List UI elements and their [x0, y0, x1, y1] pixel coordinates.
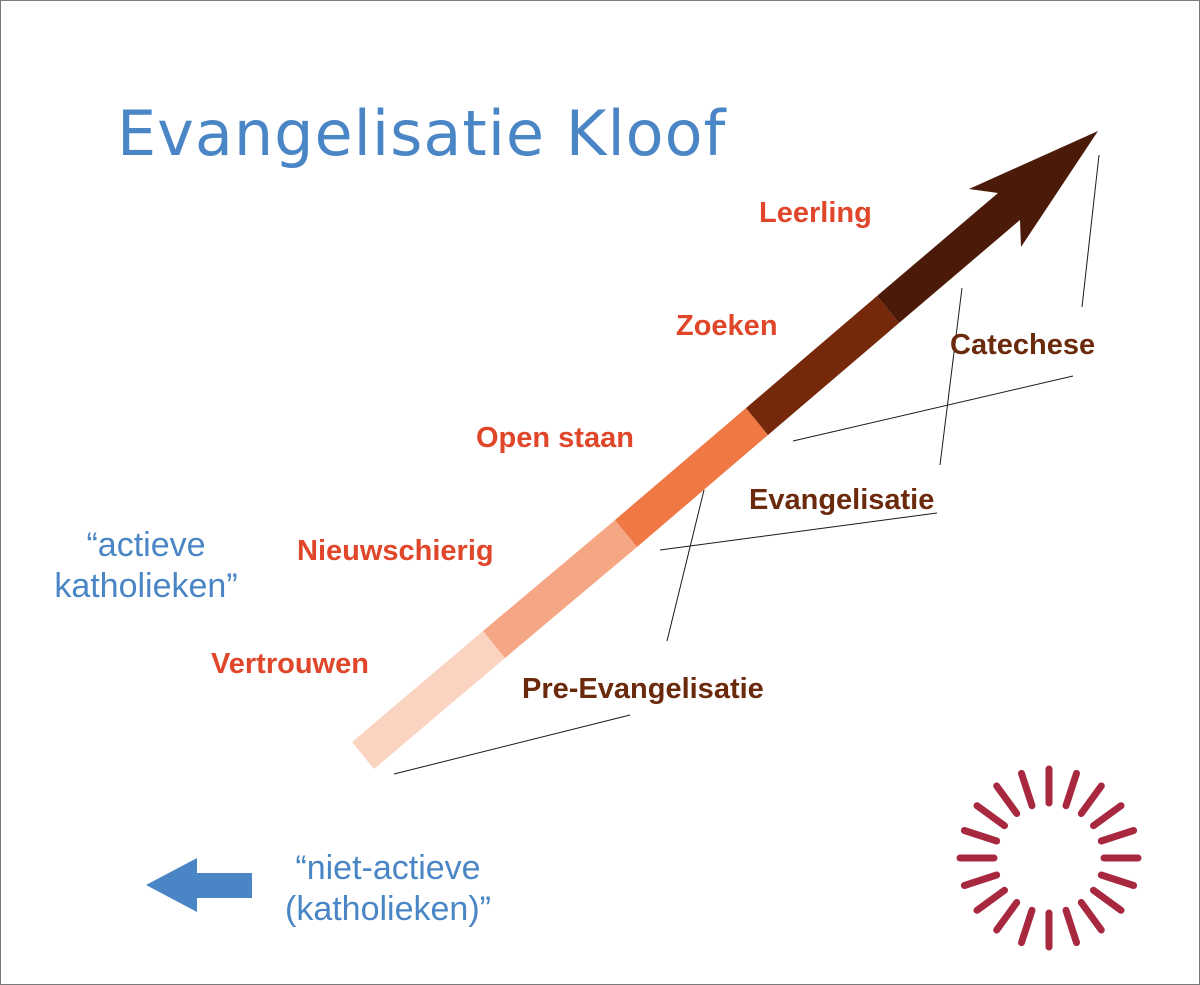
stage-label-leerling: Leerling — [759, 197, 872, 229]
stage-label-open-staan: Open staan — [476, 422, 634, 454]
phase-label-catechese: Catechese — [950, 329, 1096, 361]
arrow-left-icon — [146, 858, 252, 912]
phase-label-pre-evangelisatie: Pre-Evangelisatie — [522, 673, 764, 705]
stage-label-nieuwschierig: Nieuwschierig — [297, 535, 494, 567]
pre-evangelisatie-bracket-bottom — [393, 714, 631, 775]
inactive-catholics-label: “niet-actieve (katholieken)” — [263, 848, 513, 930]
sunburst-logo-icon — [956, 765, 1142, 951]
stage-label-vertrouwen: Vertrouwen — [211, 648, 369, 680]
logo-ray — [960, 871, 1001, 889]
pre-evangelisatie-bracket-side — [666, 489, 705, 642]
bracket-lines — [393, 154, 1100, 775]
logo-ray — [1077, 899, 1105, 934]
logo-ray — [960, 827, 1001, 845]
arrow-head-leerling — [877, 131, 1098, 323]
progress-arrow — [352, 131, 1098, 769]
evangelisatie-bracket-bottom — [659, 512, 938, 551]
logo-ray — [973, 886, 1008, 914]
logo-ray — [1097, 871, 1138, 889]
logo-ray — [993, 782, 1021, 817]
active-catholics-label: “actieve katholieken” — [31, 525, 261, 607]
evangelisatie-bracket-side — [939, 287, 963, 466]
phase-label-evangelisatie: Evangelisatie — [749, 484, 935, 516]
arrow-segment-nieuwschierig — [483, 520, 637, 658]
logo-ray — [1062, 906, 1080, 947]
inactive-catholics-line1: “niet-actieve — [295, 849, 481, 887]
arrow-segment-open-staan — [615, 408, 768, 547]
logo-ray — [1090, 802, 1125, 830]
logo-ray — [973, 802, 1008, 830]
catechese-bracket-bottom — [792, 375, 1074, 442]
arrow-segment-vertrouwen — [352, 631, 505, 769]
logo-ray — [1062, 769, 1080, 810]
logo-ray — [1018, 769, 1036, 810]
logo-ray — [1018, 906, 1036, 947]
arrow-segment-zoeken — [746, 296, 899, 435]
logo-ray — [993, 899, 1021, 934]
diagram-title: Evangelisatie Kloof — [117, 97, 727, 170]
stage-label-zoeken: Zoeken — [676, 310, 778, 342]
logo-ray — [1090, 886, 1125, 914]
active-catholics-line1: “actieve — [86, 526, 206, 564]
inactive-catholics-line2: (katholieken)” — [285, 890, 491, 928]
logo-ray — [1097, 827, 1138, 845]
active-catholics-line2: katholieken” — [54, 567, 238, 605]
logo-ray — [1077, 782, 1105, 817]
catechese-bracket-side — [1081, 154, 1100, 308]
